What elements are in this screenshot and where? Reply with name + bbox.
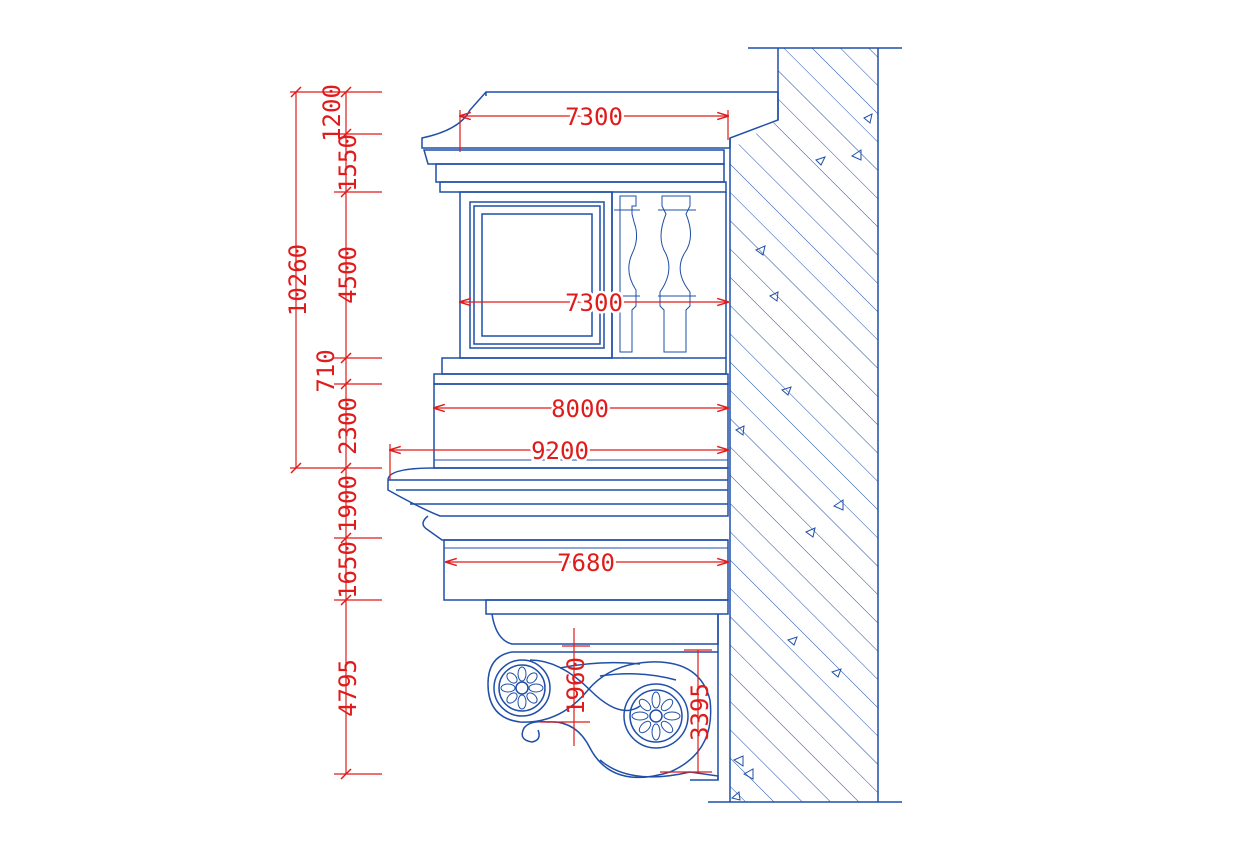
dim-lower-soffit-width: 7680 xyxy=(557,549,615,577)
dim-segment-4: 710 xyxy=(312,349,340,392)
dim-upper-base-width: 8000 xyxy=(551,395,609,423)
dim-segment-1: 1200 xyxy=(318,84,346,142)
concrete-aggregate-marks xyxy=(730,113,873,801)
rosette-right xyxy=(623,683,689,749)
dim-balcony-slab-width: 9200 xyxy=(531,437,589,465)
window-frame xyxy=(459,191,613,359)
dim-total-height: 10260 xyxy=(284,244,312,316)
wall-section xyxy=(708,47,902,803)
dim-segment-7: 1650 xyxy=(334,541,362,599)
dimension-lines xyxy=(290,86,728,780)
wall-hatch xyxy=(730,48,878,802)
dim-scroll-inner-height: 1960 xyxy=(562,657,590,715)
balcony-outline xyxy=(387,91,779,780)
scroll-bracket xyxy=(487,651,719,781)
dim-top-cornice-width: 7300 xyxy=(565,103,623,131)
dim-window-width: 7300 xyxy=(565,289,623,317)
dim-segment-6: 1900 xyxy=(334,475,362,533)
dim-segment-3: 4500 xyxy=(334,246,362,304)
balcony-slab xyxy=(387,467,729,517)
dim-segment-2: 1550 xyxy=(334,134,362,192)
dim-segment-8: 4795 xyxy=(334,659,362,717)
dim-scroll-total-height: 3395 xyxy=(686,683,714,741)
baluster-right xyxy=(658,195,696,353)
dimension-labels: 10260 1200 1550 4500 710 2300 1900 1650 … xyxy=(284,84,714,741)
rosette-left xyxy=(493,659,551,717)
dim-segment-5: 2300 xyxy=(334,397,362,455)
baluster-left xyxy=(614,195,640,353)
